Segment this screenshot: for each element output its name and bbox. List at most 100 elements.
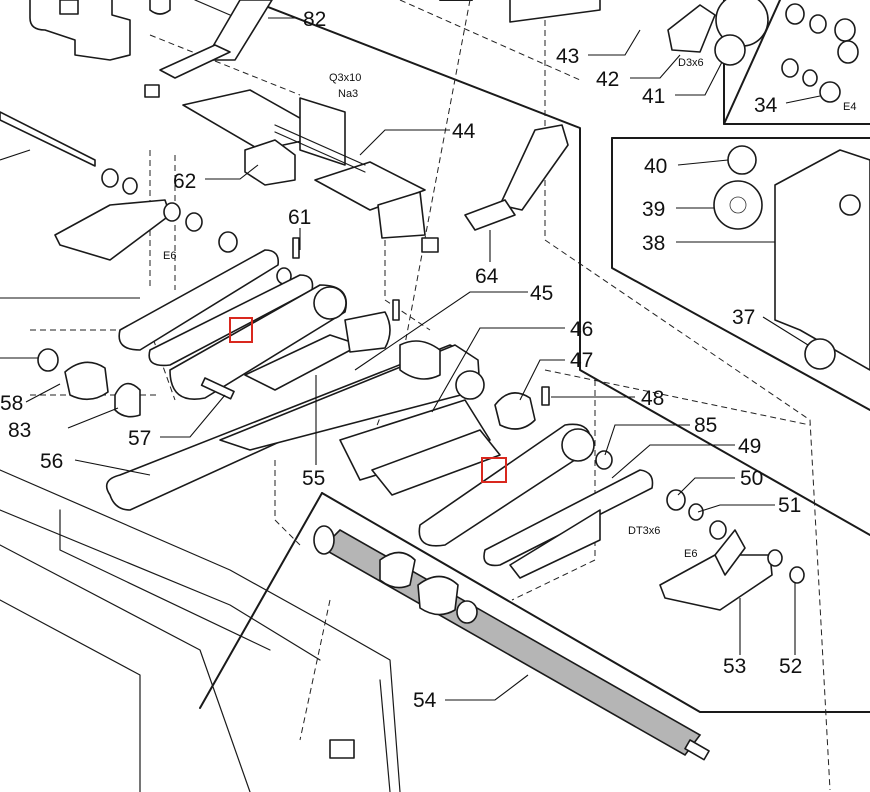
- callout-37: 37: [732, 306, 755, 329]
- side-plate-38: [774, 149, 870, 371]
- leader-62: [205, 164, 259, 180]
- callout-61: 61: [288, 206, 311, 229]
- belt-plate-46: [339, 399, 491, 481]
- leader-54: [445, 674, 529, 701]
- right-pad-washer: [767, 549, 783, 567]
- pin-left: [392, 299, 400, 321]
- left-pad-washer: [163, 202, 181, 222]
- dash-line-11: [299, 599, 331, 741]
- frame-outline-upper: [249, 0, 870, 536]
- bushing-top-1: [785, 3, 805, 25]
- leader-83: [67, 407, 119, 429]
- callout-52: 52: [779, 655, 802, 678]
- left-spares: [37, 348, 141, 418]
- plate-slot-1: [274, 124, 366, 166]
- bushing-top-2: [781, 58, 799, 78]
- belt-left: [169, 284, 347, 400]
- bracket-body: [29, 0, 131, 61]
- callout-42: 42: [596, 68, 619, 91]
- lower-plate: [314, 161, 426, 211]
- belt-right-pulley: [561, 428, 595, 462]
- callout-45: 45: [530, 282, 553, 305]
- pin-48: [541, 386, 550, 406]
- label-d3x6: D3x6: [678, 57, 704, 69]
- callout-55: 55: [302, 467, 325, 490]
- roller-54-shaft: [684, 739, 710, 761]
- inset-box-mid: [611, 137, 870, 411]
- gear-37: [804, 338, 836, 370]
- middle-guide: [105, 340, 501, 511]
- leader-85: [604, 424, 690, 456]
- dash-line-2: [384, 230, 431, 331]
- frame-lower-2: [0, 509, 321, 661]
- callout-83: 83: [8, 419, 31, 442]
- bushing-83: [114, 382, 141, 418]
- link-rod-82: [159, 44, 231, 79]
- label-dt3x6: DT3x6: [628, 525, 660, 537]
- right-pad-53: [659, 554, 773, 611]
- callout-41: 41: [642, 85, 665, 108]
- left-pad-bearing: [218, 231, 238, 253]
- bracket-gear: [59, 0, 79, 15]
- leader-56: [74, 459, 151, 476]
- right-frame-arm: [483, 469, 654, 567]
- bearing-top-1: [834, 18, 856, 42]
- roller-47: [494, 392, 536, 430]
- leader-50: [677, 477, 735, 496]
- dash-line-8: [544, 369, 811, 426]
- dash-line-12: [399, 0, 581, 81]
- callout-labels: 82 43 42 41 34 44 62 61 40 39 38 64 45 4…: [0, 8, 802, 712]
- roller-washer: [456, 600, 478, 624]
- roller-bracket: [379, 551, 416, 589]
- label-e6-left: E6: [163, 250, 176, 262]
- callout-57: 57: [128, 427, 151, 450]
- leader-49: [611, 444, 735, 479]
- right-link-arm: [421, 124, 569, 253]
- left-shaft-bushing: [101, 168, 119, 188]
- roller-mid: [399, 340, 441, 380]
- leader-42: [630, 54, 681, 79]
- frame-lower-5: [0, 599, 141, 792]
- bearing-top-2: [837, 40, 859, 64]
- washer-top-2: [802, 69, 818, 87]
- leader-43: [588, 29, 641, 56]
- link-arm-64-lower: [464, 199, 516, 231]
- callout-38: 38: [642, 232, 665, 255]
- left-frame-arm-upper: [118, 249, 280, 351]
- mount-block: [299, 97, 346, 166]
- leader-47: [519, 359, 565, 401]
- label-q3x10: Q3x10: [329, 72, 361, 84]
- gear-39: [713, 180, 763, 230]
- right-belt-frame: [418, 386, 805, 611]
- dash-line-7: [544, 0, 831, 791]
- plate-slot-2: [274, 131, 366, 173]
- roller-54-end-left: [313, 525, 335, 555]
- shaft-top: [194, 0, 231, 16]
- label-e6-right: E6: [684, 548, 697, 560]
- dash-line-10: [274, 460, 301, 546]
- leader-58: [25, 383, 61, 403]
- part-62: [244, 139, 296, 186]
- callout-64: 64: [475, 265, 499, 288]
- bushing-50: [666, 489, 686, 511]
- leader-46: [431, 327, 565, 413]
- gear-34: [819, 81, 841, 103]
- gear-39-hub: [729, 196, 747, 214]
- dash-line-9: [511, 380, 596, 601]
- callout-51: 51: [778, 494, 801, 517]
- left-belt-frame: [118, 249, 400, 400]
- guide-lower: [371, 429, 501, 496]
- inset-right-assembly: [713, 145, 870, 371]
- plate-42: [667, 4, 716, 53]
- pin-57: [200, 377, 235, 400]
- ring-51: [688, 503, 704, 521]
- plate-hole: [839, 194, 861, 216]
- roller-bearing: [417, 575, 459, 616]
- leader-left-top: [0, 149, 31, 161]
- guide-pulley: [455, 370, 485, 400]
- highlight-box-right: [481, 457, 507, 483]
- washer-top-1: [809, 14, 827, 34]
- callout-40: 40: [644, 155, 667, 178]
